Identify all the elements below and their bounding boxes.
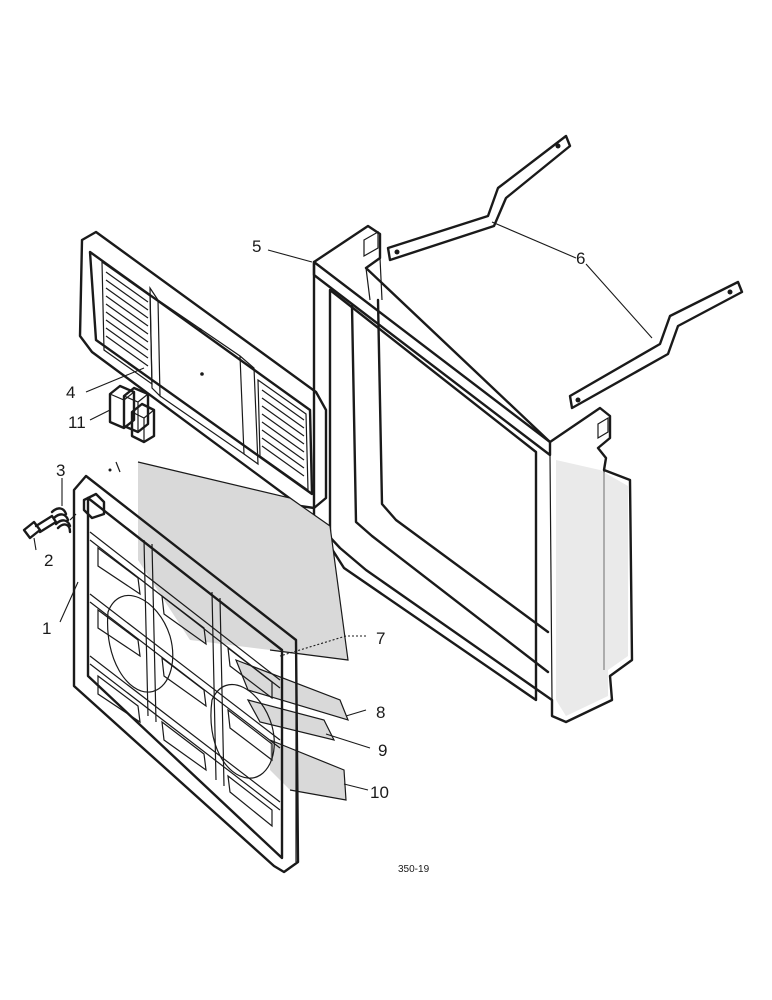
- callout-8: 8: [376, 703, 385, 722]
- rear-frame: [312, 224, 634, 724]
- callout-5: 5: [252, 237, 261, 256]
- callout-10: 10: [370, 783, 389, 802]
- left-louvre: [101, 260, 153, 386]
- callout-11: 11: [68, 413, 86, 432]
- leader-lines: [33, 221, 653, 791]
- callout-6: 6: [576, 249, 585, 268]
- callout-labels: 1 2 3 4 5 6 7 8 9 10 11: [42, 237, 585, 802]
- callout-9: 9: [378, 741, 387, 760]
- callout-3: 3: [56, 461, 65, 480]
- callout-1: 1: [42, 619, 51, 638]
- grille-surround: [78, 230, 328, 510]
- support-bars: [386, 134, 744, 410]
- callout-7: 7: [376, 629, 385, 648]
- mesh-panels: [137, 461, 350, 801]
- front-grille: [72, 461, 300, 874]
- right-louvre: [257, 378, 309, 492]
- callout-4: 4: [66, 383, 75, 402]
- reference-code: 350-19: [398, 864, 430, 875]
- callout-2: 2: [44, 551, 53, 570]
- bolt-and-spring: [22, 507, 77, 540]
- clips: [108, 384, 156, 444]
